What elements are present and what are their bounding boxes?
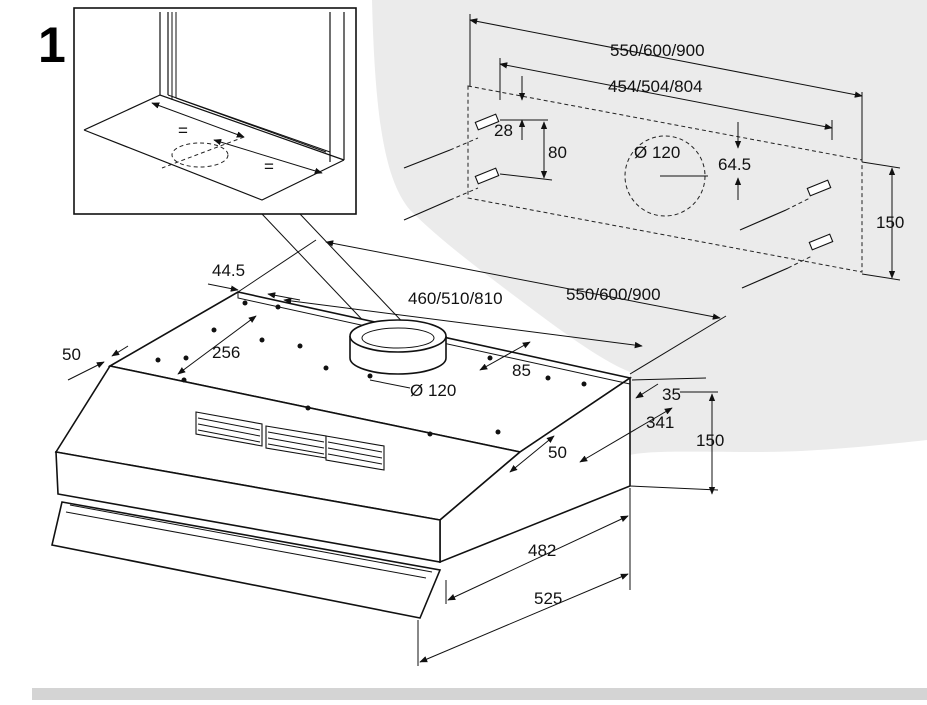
wall-screw-bottom-left [403, 167, 500, 221]
hood-hole-spacing-label: 460/510/810 [408, 289, 503, 308]
inset-equal-mark-right: = [264, 157, 274, 176]
inset-detail: = = [73, 7, 357, 215]
wall-duct-height-label: 64.5 [718, 155, 751, 174]
hood-edge-50-left-label: 50 [62, 345, 81, 364]
hood-outlet-diameter-label: Ø 120 [410, 381, 456, 400]
vent-slots [195, 411, 385, 471]
hood-depth-341-label: 341 [646, 413, 674, 432]
hood-spacing-256-label: 256 [212, 343, 240, 362]
hood-width-label: 550/600/900 [566, 285, 661, 304]
wall-offset-28-label: 28 [494, 121, 513, 140]
hood-body [51, 291, 632, 619]
footer-bar [32, 688, 927, 700]
wall-screw-bottom-right [741, 233, 834, 289]
wall-screw-top-right [739, 179, 832, 231]
wall-offset-80-label: 80 [548, 143, 567, 162]
wall-width-label: 550/600/900 [610, 41, 705, 60]
wall-duct-diameter-label: Ø 120 [634, 143, 680, 162]
wall-hole-spacing-label: 454/504/804 [608, 77, 703, 96]
hood-depth-482-label: 482 [528, 541, 556, 560]
wall-template: 550/600/900 454/504/804 28 80 Ø 120 64.5… [403, 14, 904, 289]
wall-height-label: 150 [876, 213, 904, 232]
hood-left-offset-label: 44.5 [212, 261, 245, 280]
hood-spacing-85-label: 85 [512, 361, 531, 380]
wall-screw-top-left [403, 113, 500, 169]
hood-rear-35-label: 35 [662, 385, 681, 404]
inset-equal-mark-left: = [178, 121, 188, 140]
inset-frame [73, 7, 357, 215]
hood-outlet [349, 319, 447, 375]
figure-number: 1 [38, 17, 66, 73]
hood-edge-50-right-label: 50 [548, 443, 567, 462]
hood-dimensions: 550/600/900 44.5 460/510/810 50 256 85 Ø… [62, 239, 727, 666]
hood-height-label: 150 [696, 431, 724, 450]
hood-depth-525-label: 525 [534, 589, 562, 608]
